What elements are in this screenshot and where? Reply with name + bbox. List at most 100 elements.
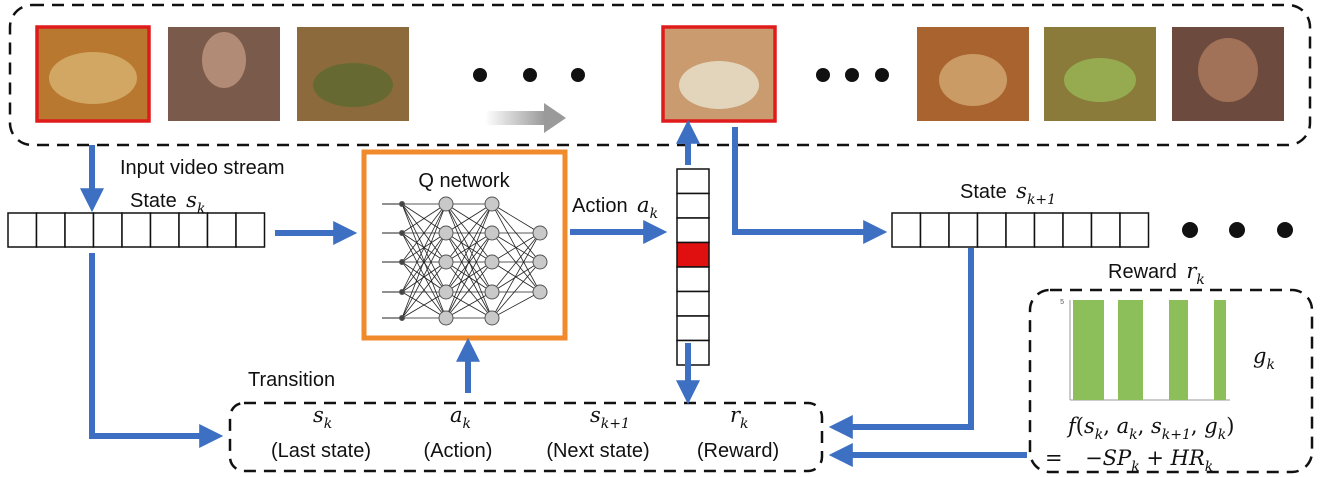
action-cell bbox=[676, 168, 710, 195]
nn-node bbox=[399, 289, 405, 295]
nn-edge bbox=[491, 291, 541, 319]
reward-label: Reward rk bbox=[1108, 259, 1205, 288]
state-k-cell bbox=[35, 212, 66, 248]
reward-pulse-bar bbox=[1169, 300, 1188, 400]
nn-edge bbox=[445, 232, 493, 319]
state-k-cell bbox=[92, 212, 123, 248]
transition-items: sk (Last state) ak (Action) sk+1 (Next state)… bbox=[271, 403, 779, 462]
state-k1-label: State sk+1 bbox=[960, 179, 1056, 208]
nn-node bbox=[399, 201, 405, 207]
nn-edge bbox=[445, 261, 493, 293]
nn-edge bbox=[401, 261, 447, 293]
reward-pulse-bar bbox=[1118, 300, 1143, 400]
state-k1-cell bbox=[976, 212, 1007, 248]
action-cell bbox=[676, 217, 710, 244]
transition-desc: (Next state) bbox=[546, 440, 649, 462]
arrow-next-state-to-transition bbox=[828, 248, 974, 439]
action-cell bbox=[676, 315, 710, 342]
nn-node bbox=[532, 284, 548, 300]
nn-node bbox=[484, 196, 500, 212]
ellipsis-dots-3 bbox=[1182, 222, 1293, 238]
nn-edge bbox=[491, 203, 541, 234]
reward-pulse-chart: 5 bbox=[1060, 299, 1230, 401]
nn-node bbox=[438, 254, 454, 270]
state-k-cell bbox=[178, 212, 209, 248]
state-k-cell bbox=[235, 212, 266, 248]
state-k1-cell bbox=[1119, 212, 1150, 248]
highlight-frame-4 bbox=[661, 25, 777, 123]
action-cell bbox=[676, 192, 710, 219]
state-k1-cell bbox=[948, 212, 979, 248]
state-k-cell bbox=[206, 212, 237, 248]
reward-formula-line1: f(sk, ak, sk+1, gk) bbox=[1066, 414, 1234, 443]
ellipsis-dots-1 bbox=[473, 68, 585, 82]
g-k-symbol: gk bbox=[1253, 344, 1275, 373]
nn-node bbox=[438, 225, 454, 241]
action-cell bbox=[676, 290, 710, 317]
nn-edge bbox=[445, 203, 493, 319]
video-frames bbox=[35, 25, 1284, 123]
transition-symbol: rk bbox=[730, 403, 749, 432]
transition-desc: (Last state) bbox=[271, 440, 371, 462]
reward-box bbox=[1028, 288, 1314, 474]
state-k1-vector bbox=[891, 212, 1150, 248]
nn-node bbox=[532, 225, 548, 241]
nn-edge bbox=[491, 232, 541, 263]
time-arrow bbox=[485, 103, 566, 133]
nn-node bbox=[484, 225, 500, 241]
nn-edge bbox=[445, 291, 493, 319]
flow-arrows bbox=[80, 119, 1027, 467]
transition-symbol: sk bbox=[313, 403, 332, 432]
nn-node bbox=[399, 259, 405, 265]
arrow-state-to-transition bbox=[89, 253, 224, 448]
nn-edge bbox=[445, 203, 493, 263]
nn-edge bbox=[445, 232, 493, 293]
nn-edge bbox=[401, 203, 447, 293]
arrow-frame-to-next-state bbox=[732, 127, 888, 244]
state-k1-cell bbox=[1005, 212, 1036, 248]
highlight-frame-1 bbox=[35, 25, 151, 123]
reward-pulse-bar bbox=[1214, 300, 1226, 400]
state-k-vector bbox=[7, 212, 266, 248]
nn-edge bbox=[445, 203, 493, 234]
nn-node bbox=[484, 310, 500, 326]
action-selected-cell bbox=[676, 241, 710, 268]
state-k-cell bbox=[121, 212, 152, 248]
state-k-label: State sk bbox=[130, 188, 205, 217]
state-k-cell bbox=[64, 212, 95, 248]
nn-node bbox=[438, 310, 454, 326]
nn-edge bbox=[401, 261, 447, 319]
reward-formula-line2: = −SPk + HRk bbox=[1045, 446, 1213, 475]
video-stream-label: Input video stream bbox=[120, 157, 285, 179]
nn-node bbox=[399, 230, 405, 236]
action-vector bbox=[676, 168, 710, 366]
q-network-label: Q network bbox=[418, 170, 510, 192]
transition-desc: (Action) bbox=[424, 440, 493, 462]
nn-edge bbox=[401, 203, 447, 319]
video-stream-box bbox=[8, 3, 1312, 147]
nn-edge bbox=[445, 203, 493, 293]
reward-pulse-bar bbox=[1073, 300, 1104, 400]
nn-node bbox=[484, 254, 500, 270]
nn-edge bbox=[491, 232, 541, 293]
state-k1-cell bbox=[891, 212, 922, 248]
nn-edge bbox=[401, 203, 447, 234]
action-cell bbox=[676, 339, 710, 366]
nn-edge bbox=[491, 232, 541, 319]
action-cell bbox=[676, 266, 710, 293]
state-k1-cell bbox=[1062, 212, 1093, 248]
nn-edge bbox=[491, 261, 541, 293]
nn-node bbox=[438, 284, 454, 300]
transition-symbol: ak bbox=[450, 403, 471, 432]
transition-label: Transition bbox=[248, 369, 335, 391]
transition-desc: (Reward) bbox=[697, 440, 779, 462]
nn-node bbox=[438, 196, 454, 212]
state-k-cell bbox=[7, 212, 38, 248]
action-label: Action ak bbox=[572, 193, 658, 222]
ellipsis-dots-2 bbox=[816, 68, 889, 82]
nn-node bbox=[484, 284, 500, 300]
transition-symbol: sk+1 bbox=[590, 403, 630, 432]
nn-edge bbox=[401, 232, 447, 293]
nn-edge bbox=[491, 261, 541, 319]
